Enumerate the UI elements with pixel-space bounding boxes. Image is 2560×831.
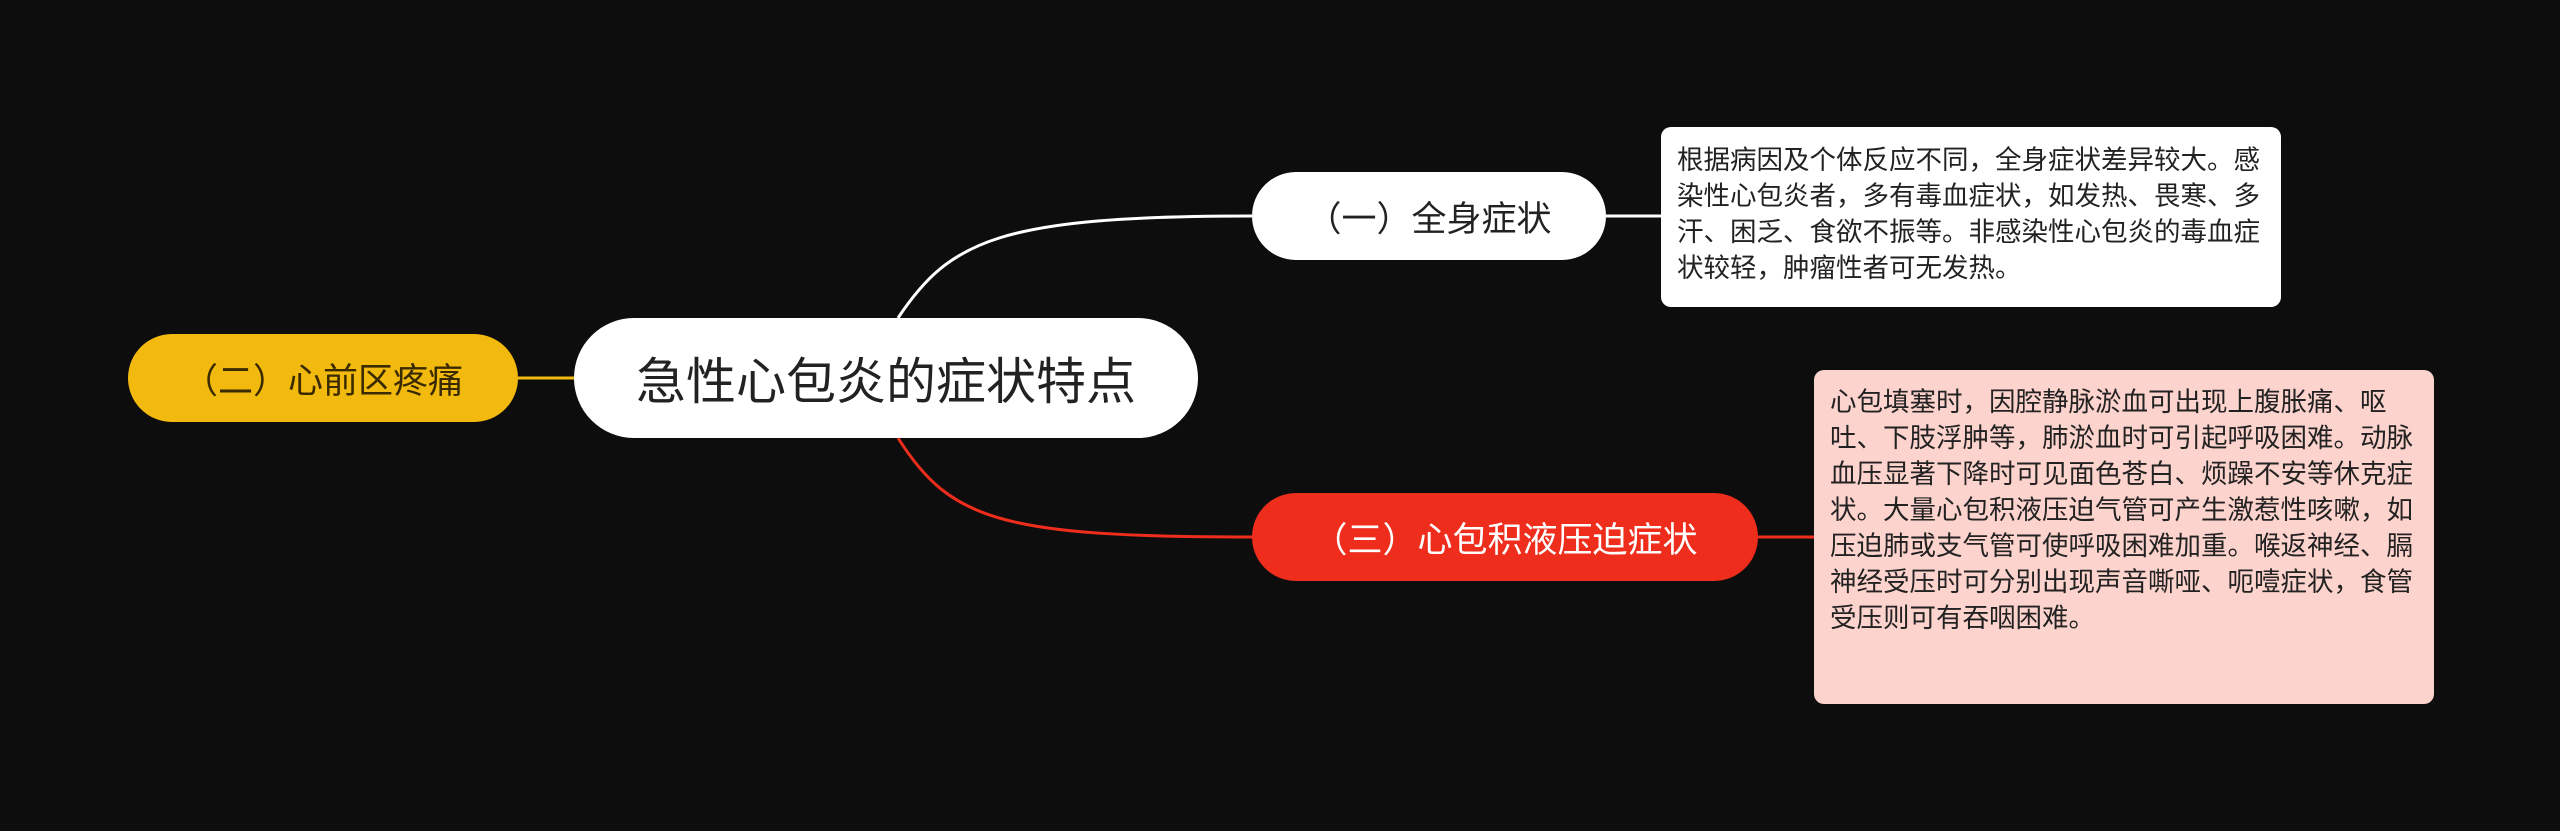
central-topic[interactable]: 急性心包炎的症状特点 — [574, 318, 1198, 438]
link-root-to-compression-symptoms — [896, 437, 1253, 539]
note-pericardial-effusion-compression: 心包填塞时，因腔静脉淤血可出现上腹胀痛、呕吐、下肢浮肿等，肺淤血时可引起呼吸困难… — [1814, 370, 2434, 704]
link-root-to-general-symptoms — [896, 214, 1253, 319]
branch-general-symptoms[interactable]: （一）全身症状 — [1252, 172, 1606, 260]
branch-precordial-pain[interactable]: （二）心前区疼痛 — [128, 334, 518, 422]
note-general-symptoms: 根据病因及个体反应不同，全身症状差异较大。感染性心包炎者，多有毒血症状，如发热、… — [1661, 127, 2281, 307]
branch-pericardial-effusion-compression[interactable]: （三）心包积液压迫症状 — [1252, 493, 1758, 581]
